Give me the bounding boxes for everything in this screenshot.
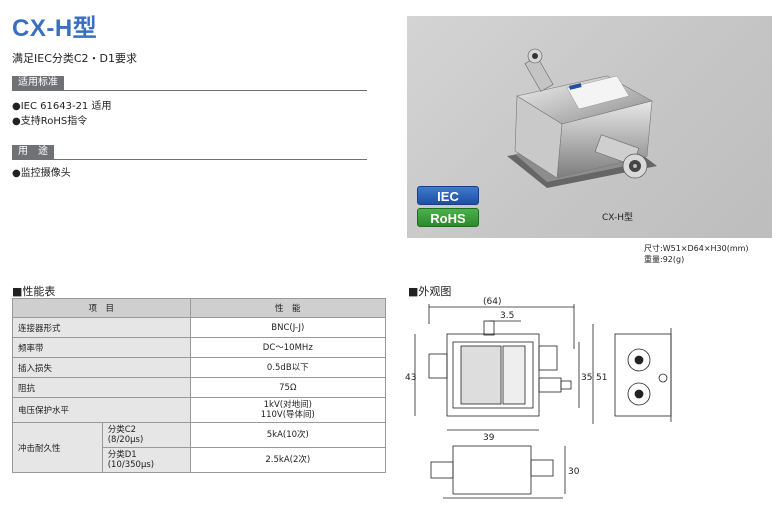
standard-item: ●IEC 61643-21 适用: [12, 101, 112, 112]
section-label-usage: 用 途: [12, 145, 54, 159]
side-view-body: [452, 445, 532, 495]
photo-caption: CX-H型: [602, 213, 634, 223]
sublabel-line: (8/20μs): [107, 435, 144, 445]
table-row: 插入损失 0.5dB以下: [12, 357, 387, 378]
side-connector: [538, 377, 562, 393]
dim-h-outer: 51: [596, 373, 607, 383]
dimensions-info: 尺寸:W51×D64×H30(mm) 重量:92(g): [644, 243, 749, 265]
outline-drawing: (64) 3.5 43 35 51 39 30: [405, 297, 672, 499]
side-connector-tip: [560, 380, 572, 390]
side-view-right-connector: [530, 459, 554, 477]
row-label: 插入损失: [12, 357, 191, 378]
page-title: CX-H型: [12, 15, 98, 42]
table-row: 频率带 DC〜10MHz: [12, 337, 387, 358]
standard-item: ●支持RoHS指令: [12, 116, 88, 127]
sublabel-line: (10/350μs): [107, 460, 155, 470]
sublabel-line: 分类C2: [107, 425, 137, 435]
column-header: 项 目: [12, 298, 191, 318]
row-value-line: 110V(导体间): [260, 410, 315, 420]
dim-offset: 3.5: [500, 311, 514, 321]
end-view-connector-pin: [634, 355, 644, 365]
drawing-title: ■外观图: [408, 285, 452, 298]
dim-h-inner: 35: [581, 373, 592, 383]
right-flange: [538, 345, 558, 371]
sublabel-line: 分类D1: [107, 450, 137, 460]
rohs-badge: RoHS: [417, 208, 479, 227]
row-value: 1kV(对地间) 110V(导体间): [189, 397, 387, 423]
dim-w-body: 39: [483, 433, 495, 443]
section-rule: [12, 90, 367, 91]
row-sublabel: 分类C2 (8/20μs): [101, 422, 191, 448]
end-view-connector-pin: [634, 389, 644, 399]
usage-item: ●监控摄像头: [12, 168, 71, 179]
top-view-label: [502, 345, 526, 405]
side-view-left-connector: [430, 461, 454, 479]
spec-table: 项 目 性 能 连接器形式 BNC(J-J) 频率带 DC〜10MHz 插入损失…: [12, 298, 387, 473]
row-value: 75Ω: [189, 377, 387, 398]
end-view-connector: [627, 382, 651, 406]
page-subtitle: 满足IEC分类C2・D1要求: [12, 52, 138, 65]
column-header: 性 能: [189, 298, 387, 318]
row-value-line: 1kV(对地间): [263, 400, 312, 410]
row-sublabel: 分类D1 (10/350μs): [101, 447, 191, 473]
row-label: 频率带: [12, 337, 191, 358]
section-label-standards: 适用标准: [12, 76, 64, 90]
top-view-inner: [452, 341, 534, 409]
table-row: 阻抗 75Ω: [12, 377, 387, 398]
row-label: 冲击耐久性: [12, 422, 103, 473]
weight-text: 重量:92(g): [644, 255, 685, 264]
row-value: DC〜10MHz: [189, 337, 387, 358]
size-text: 尺寸:W51×D64×H30(mm): [644, 244, 749, 253]
table-row: 电压保护水平 1kV(对地间) 110V(导体间): [12, 397, 387, 423]
surge-protector-illustration: [507, 48, 657, 188]
product-photo: IEC RoHS CX-H型: [407, 16, 772, 238]
iec-badge: IEC: [417, 186, 479, 205]
row-label: 阻抗: [12, 377, 191, 398]
spec-table-title: ■性能表: [12, 285, 56, 298]
table-row: 冲击耐久性 分类C2 (8/20μs) 5kA(10次): [12, 422, 387, 473]
end-view-screw: [658, 373, 668, 383]
dim-h-left: 43: [405, 373, 416, 383]
row-value: BNC(J-J): [189, 317, 387, 338]
left-flange: [428, 353, 448, 379]
row-value: 2.5kA(2次): [189, 447, 387, 473]
top-connector: [483, 320, 495, 336]
end-view-connector: [627, 348, 651, 372]
row-label: 连接器形式: [12, 317, 191, 338]
row-value: 0.5dB以下: [189, 357, 387, 378]
dim-h-side: 30: [568, 467, 580, 477]
table-header-row: 项 目 性 能: [12, 298, 387, 318]
row-label: 电压保护水平: [12, 397, 191, 423]
section-rule: [12, 159, 367, 160]
table-row: 分类D1 (10/350μs) 2.5kA(2次): [13, 447, 387, 473]
row-value: 5kA(10次): [189, 422, 387, 448]
dim-total-width: (64): [483, 297, 501, 307]
top-view-label: [460, 345, 502, 405]
end-view-body: [614, 333, 672, 417]
table-row: 连接器形式 BNC(J-J): [12, 317, 387, 338]
